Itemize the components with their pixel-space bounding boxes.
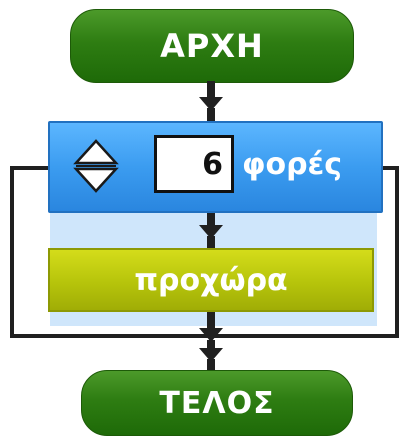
arrow-down-icon	[199, 348, 223, 362]
connector-action-end-mid	[207, 340, 215, 350]
repeat-block[interactable]: φορές	[48, 121, 383, 213]
connector-repeat-action-tail	[207, 236, 215, 248]
end-block[interactable]: ΤΕΛΟΣ	[81, 370, 353, 436]
count-stepper[interactable]	[72, 137, 120, 195]
end-label: ΤΕΛΟΣ	[159, 385, 275, 421]
action-block-forward[interactable]: προχώρα	[48, 248, 374, 312]
start-block[interactable]: ΑΡΧΗ	[70, 9, 354, 83]
start-label: ΑΡΧΗ	[160, 27, 264, 65]
arrow-down-icon	[199, 328, 223, 342]
arrow-down-icon	[199, 97, 223, 111]
connector-start-repeat-tail	[207, 108, 215, 122]
connector-repeat-action	[207, 213, 215, 227]
connector-action-end	[207, 312, 215, 334]
connector-action-end-tail	[207, 359, 215, 371]
connector-start-repeat	[207, 81, 215, 99]
arrow-down-icon	[199, 225, 223, 239]
repeat-count-input[interactable]	[154, 135, 234, 193]
stepper-up-icon[interactable]	[73, 139, 119, 165]
stepper-down-icon[interactable]	[73, 167, 119, 193]
action-label: προχώρα	[134, 262, 288, 298]
repeat-times-label: φορές	[242, 146, 343, 182]
